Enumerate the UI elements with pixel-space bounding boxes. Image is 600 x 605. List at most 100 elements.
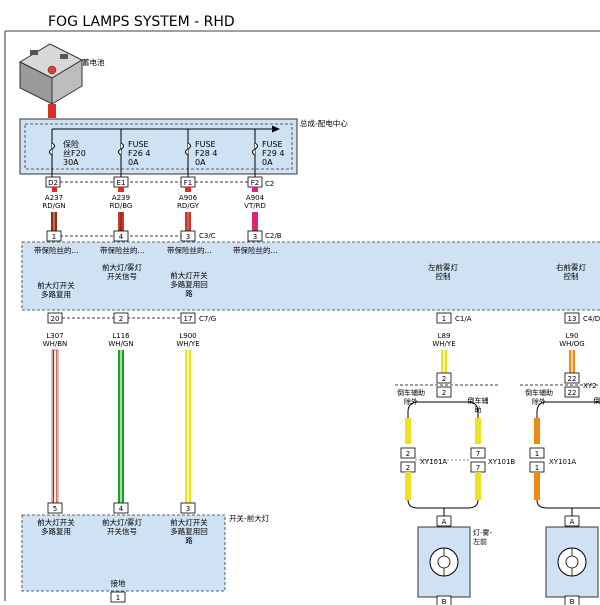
left-pin-l1-label: 2	[406, 450, 410, 458]
right-pin-22b-label: 22	[568, 389, 577, 397]
c3-connector-label: C3/C	[199, 232, 216, 240]
bcm-fog-left-l2: 控制	[436, 271, 451, 281]
bcm-func-2-l1: 前大灯/雾灯	[102, 262, 143, 272]
battery-cable	[48, 104, 56, 118]
bcm-func-3-l1: 前大灯开关	[170, 270, 208, 280]
right-pin-22a-label: 22	[568, 375, 577, 383]
left-fog-lamp-icon	[430, 548, 458, 576]
left-pin-r2-label: 7	[476, 464, 480, 472]
left-wire-r-seg1	[475, 418, 481, 444]
right-branch-wire	[537, 402, 600, 444]
bcm-pin-in-3-label: 3	[186, 233, 190, 241]
switch-func-1-l1: 前大灯开关	[37, 517, 75, 527]
fuse-2-line2: F26 4	[128, 149, 150, 158]
wire-a237-stub	[52, 187, 57, 192]
fuse-1-line1: 保险	[63, 139, 79, 149]
left-merge-wire	[408, 500, 478, 508]
left-pin-2b-label: 2	[442, 389, 446, 397]
left-lamp-label-l2: 左前	[473, 537, 487, 546]
right-pin-l2-label: 1	[535, 464, 539, 472]
pin-d2-label: D2	[48, 179, 58, 187]
wire-l89-color: WH/YE	[432, 340, 455, 348]
right-branch-left-l1: 倒车辅助	[525, 388, 553, 397]
wire-l89-code: L89	[438, 332, 451, 340]
bcm-func-3-l3: 路	[185, 288, 193, 298]
wire-l90-color: WH/OG	[559, 340, 584, 348]
battery-icon	[20, 44, 82, 104]
fuse-3-line2: F28 4	[195, 149, 217, 158]
wire-l307-code: L307	[46, 332, 63, 340]
switch-func-2-l1: 前大灯/雾灯	[102, 517, 143, 527]
bcm-fog-right-l1: 右前雾灯	[556, 262, 586, 272]
left-lamp-pin-b-label: B	[442, 598, 447, 605]
left-branch-right-l1: 倒车辅	[468, 396, 489, 405]
fuse-4-line2: F29 4	[262, 149, 284, 158]
fuse-4-line3: 0A	[262, 158, 273, 167]
wire-a906-color: RD/GY	[177, 202, 200, 210]
left-branch-left-l1: 倒车辅助	[397, 388, 425, 397]
c1-connector-label: C1/A	[455, 315, 472, 323]
left-lamp-pin-a-label: A	[442, 518, 447, 526]
wire-l900-code: L900	[179, 332, 196, 340]
left-branch-wire	[408, 402, 478, 444]
right-lamp-pin-b-label: B	[570, 598, 575, 605]
fuse-1-line3: 30A	[63, 158, 79, 167]
left-xy-l-label: XY101A	[420, 458, 447, 466]
bcm-fused-4: 带保险丝的...	[233, 245, 278, 255]
wire-l116-code: L116	[112, 332, 130, 340]
switch-func-3-l3: 路	[185, 535, 193, 545]
battery-label: 蓄电池	[82, 57, 105, 67]
fuse-3-line3: 0A	[195, 158, 206, 167]
bcm-fog-left-l1: 左前雾灯	[428, 262, 458, 272]
pin-f1-label: F1	[184, 179, 192, 187]
bcm-pin-out-20-label: 20	[51, 315, 60, 323]
bcm-fog-right-l2: 控制	[564, 271, 579, 281]
bcm-func-1-l1: 前大灯开关	[37, 280, 75, 290]
c2-connector-label: C2	[265, 180, 274, 188]
switch-func-2-l2: 开关信号	[107, 526, 137, 536]
right-branch-right-l1: 倒	[594, 396, 600, 405]
bcm-fused-3: 带保险丝的...	[167, 245, 212, 255]
bcm-pin-in-4-label: 3	[253, 233, 257, 241]
left-xy-r-label: XY101B	[488, 458, 515, 466]
wire-l116-color: WH/GN	[108, 340, 133, 348]
switch-func-3-l2: 多路复用回	[170, 526, 208, 536]
wire-l90-code: L90	[566, 332, 579, 340]
switch-func-1-l2: 多路复用	[41, 526, 71, 536]
fuse-2-line1: FUSE	[128, 140, 149, 149]
wire-a904-stub	[252, 187, 258, 192]
right-pin-l1-label: 1	[535, 450, 539, 458]
right-wire-l-seg2	[534, 472, 540, 500]
right-xy-l-label: XY101A	[549, 458, 576, 466]
wire-a237-color: RD/GN	[42, 202, 65, 210]
left-pin-r1-label: 7	[476, 450, 480, 458]
bcm-pin-out-13-label: 13	[568, 315, 577, 323]
right-wire-l-seg1	[534, 418, 540, 444]
c2b-connector-label: C2/B	[265, 232, 282, 240]
bcm-pin-in-2-label: 4	[119, 233, 124, 241]
bcm-fused-1: 带保险丝的...	[34, 245, 79, 255]
left-pin-2a-label: 2	[442, 375, 446, 383]
fuse-4-line1: FUSE	[262, 140, 283, 149]
bcm-func-1-l2: 多路复用	[41, 289, 71, 299]
wire-a239-stub	[118, 187, 124, 192]
switch-pin-3-label: 3	[186, 505, 190, 513]
left-wire-r-seg2	[475, 472, 481, 500]
bcm-pin-out-17-label: 17	[184, 315, 193, 323]
switch-ground-label: 接地	[111, 578, 126, 588]
left-lamp-label-l1: 灯-雾-	[473, 528, 493, 537]
wire-a904-code: A904	[246, 194, 265, 202]
left-pin-l2-label: 2	[406, 464, 410, 472]
bcm-pin-in-1-label: 1	[52, 233, 56, 241]
fuse-1-line2: 丝F20	[63, 148, 86, 158]
switch-func-3-l1: 前大灯开关	[170, 517, 208, 527]
fuse-2-line3: 0A	[128, 158, 139, 167]
switch-ground-pin-label: 1	[116, 594, 120, 602]
bcm-fused-2: 带保险丝的...	[100, 245, 145, 255]
wire-a904-color: VT/RD	[244, 202, 266, 210]
wire-l900-color: WH/YE	[176, 340, 199, 348]
right-fog-lamp-icon	[558, 548, 586, 576]
left-wire-l-seg2	[405, 472, 411, 500]
c4-connector-label: C4/D	[583, 315, 600, 323]
